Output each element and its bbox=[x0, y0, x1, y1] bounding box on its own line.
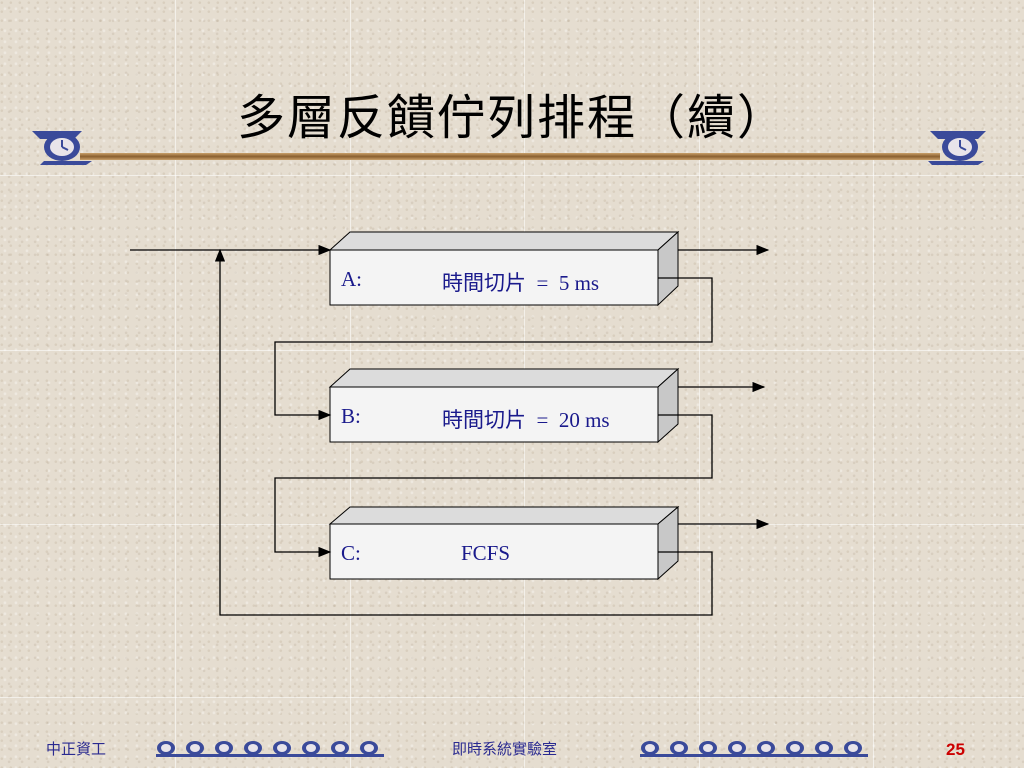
tile-line bbox=[0, 350, 1024, 351]
queue-c-policy: FCFS bbox=[461, 541, 511, 565]
queue-box-b bbox=[328, 367, 680, 444]
queue-b-label: B: bbox=[341, 404, 361, 428]
tile-line bbox=[699, 0, 700, 768]
tile-line bbox=[0, 697, 1024, 698]
title-bar bbox=[80, 153, 940, 160]
clock-logo-icon bbox=[32, 131, 92, 165]
queue-a-label: A: bbox=[341, 267, 362, 291]
tile-line bbox=[175, 0, 176, 768]
queue-a-quantum: 時間切片 = 5 ms bbox=[442, 271, 600, 295]
clock-logo-icon bbox=[928, 131, 986, 165]
footer-lab-name: 即時系統實驗室 bbox=[452, 740, 558, 758]
decorative-wave-icon bbox=[156, 741, 384, 757]
page-number: 25 bbox=[946, 740, 965, 759]
queue-b-quantum: 時間切片 = 20 ms bbox=[442, 408, 610, 432]
queue-box-a bbox=[328, 230, 680, 307]
queue-c-label: C: bbox=[341, 541, 361, 565]
title-divider bbox=[32, 131, 986, 165]
tile-line bbox=[0, 175, 1024, 176]
slide-title: 多層反饋佇列排程（續） bbox=[236, 90, 787, 146]
tile-line bbox=[873, 0, 874, 768]
demote-arrow-b-to-c bbox=[274, 414, 713, 558]
feedback-arrow-c bbox=[214, 248, 713, 616]
queue-box-c bbox=[328, 505, 680, 581]
demote-arrow-a-to-b bbox=[274, 277, 713, 421]
footer-department: 中正資工 bbox=[46, 740, 107, 758]
decorative-wave-icon bbox=[640, 741, 868, 757]
